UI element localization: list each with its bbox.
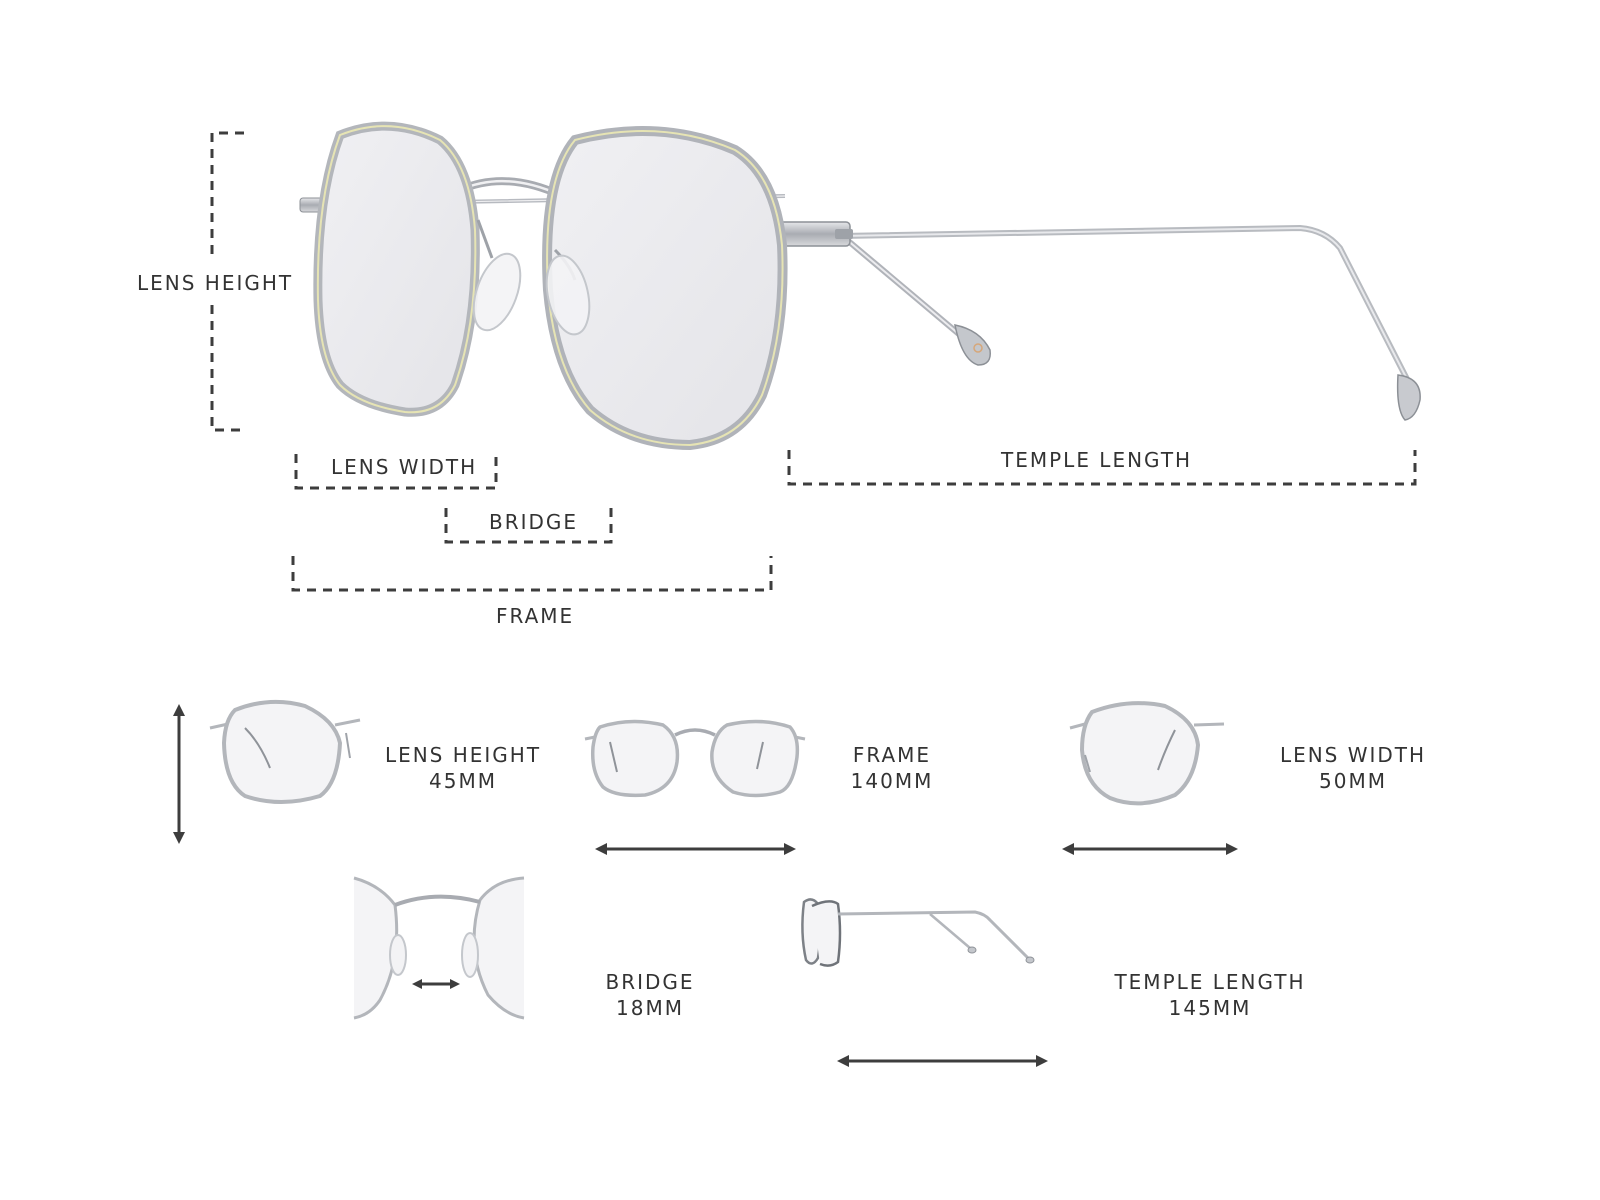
glasses-side-icon xyxy=(801,898,1035,967)
spec-value: 45MM xyxy=(429,769,497,793)
spec-name: BRIDGE xyxy=(605,970,695,994)
double-arrow-icon xyxy=(837,1055,1048,1067)
callout-temple-length: TEMPLE LENGTH xyxy=(1001,448,1193,472)
spec-frame: FRAME 140MM xyxy=(837,742,947,794)
lens-width-bracket xyxy=(294,454,498,490)
frame-bracket xyxy=(291,556,773,592)
callout-lens-height: LENS HEIGHT xyxy=(137,271,294,295)
spec-name: LENS HEIGHT xyxy=(384,743,542,767)
glasses-front-icon xyxy=(584,719,806,798)
lens-height-bracket xyxy=(210,131,244,432)
spec-temple-length: TEMPLE LENGTH 145MM xyxy=(1105,969,1315,1021)
bridge-bracket xyxy=(444,508,613,544)
spec-value: 140MM xyxy=(850,769,934,793)
double-arrow-icon xyxy=(595,843,796,855)
callout-lens-width: LENS WIDTH xyxy=(331,455,478,479)
spec-value: 145MM xyxy=(1168,996,1252,1020)
spec-value: 18MM xyxy=(616,996,684,1020)
spec-name: LENS WIDTH xyxy=(1279,743,1427,767)
callout-bridge: BRIDGE xyxy=(489,510,579,534)
double-arrow-icon xyxy=(412,979,460,989)
glasses-front-icon xyxy=(353,872,525,1024)
spec-name: FRAME xyxy=(852,743,932,767)
glasses-three-quarter-icon xyxy=(299,121,1421,451)
glasses-front-icon xyxy=(1069,701,1225,806)
double-arrow-icon xyxy=(173,704,185,844)
spec-bridge: BRIDGE 18MM xyxy=(590,969,710,1021)
spec-lens-width: LENS WIDTH 50MM xyxy=(1268,742,1438,794)
spec-value: 50MM xyxy=(1319,769,1387,793)
temple-length-bracket xyxy=(787,450,1417,486)
spec-name: TEMPLE LENGTH xyxy=(1114,970,1306,994)
spec-lens-height: LENS HEIGHT 45MM xyxy=(378,742,548,794)
double-arrow-icon xyxy=(1062,843,1238,855)
callout-frame: FRAME xyxy=(496,604,575,628)
glasses-front-icon xyxy=(209,699,361,804)
